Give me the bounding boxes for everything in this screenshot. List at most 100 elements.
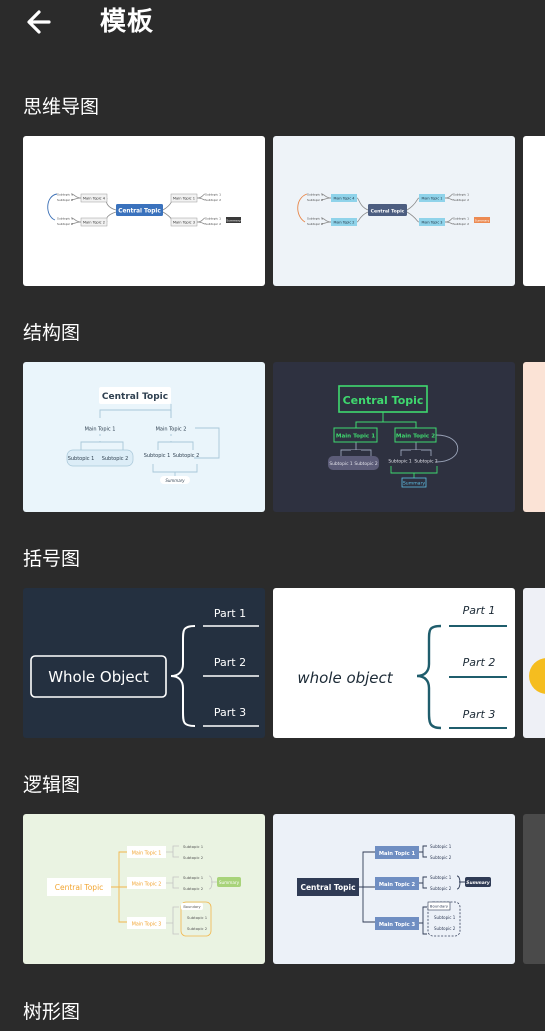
svg-text:Main Topic 3: Main Topic 3 [379,922,416,928]
svg-text:Subtopic 2: Subtopic 2 [453,198,469,202]
template-card-mindmap-2[interactable]: Central Topic Main Topic 4 Main Topic 2 … [273,136,515,286]
svg-text:Subtopic 2: Subtopic 2 [205,198,221,202]
brace-whole-object: Whole Object [48,668,149,686]
svg-text:Subtopic 2: Subtopic 2 [187,926,208,931]
svg-text:Subtopic 2: Subtopic 2 [57,222,73,226]
svg-text:Subtopic 1: Subtopic 1 [187,915,208,920]
svg-text:Main Topic 2: Main Topic 2 [379,882,416,888]
svg-text:Main Topic 3: Main Topic 3 [132,921,162,927]
template-card-structure-1[interactable]: Central Topic Main Topic 1 Main Topic 2 … [23,362,265,512]
svg-text:Main Topic 1: Main Topic 1 [132,850,162,856]
svg-text:Subtopic 1: Subtopic 1 [68,456,95,462]
brace-whole-object-hand: whole object [297,669,393,687]
svg-text:Summary: Summary [475,218,490,222]
template-card-logic-2[interactable]: Central Topic Main Topic 1 Main Topic 2 … [273,814,515,964]
template-card-mindmap-3[interactable] [523,136,545,286]
mindmap-preview-classic: Central Topic Main Topic 4 Main Topic 2 … [23,136,265,286]
template-row-logic[interactable]: Central Topic Main Topic 1 Main Topic 2 … [0,814,545,964]
svg-text:Part 2: Part 2 [214,656,246,669]
template-row-brace[interactable]: Whole Object Part 1 Part 2 Part 3 whole … [0,588,545,738]
structure-preview-dark: Central Topic Main Topic 1 Main Topic 2 … [273,362,515,512]
svg-text:Subtopic 2: Subtopic 2 [205,222,221,226]
back-button[interactable] [22,4,58,40]
logic-preview-3 [523,814,545,964]
svg-text:Subtopic 2: Subtopic 2 [430,855,452,860]
template-card-structure-3[interactable] [523,362,545,512]
svg-text:Subtopic 1: Subtopic 1 [183,844,204,849]
svg-text:Main Topic 2: Main Topic 2 [132,881,162,887]
svg-text:Boundary: Boundary [430,904,449,909]
svg-text:Subtopic 2: Subtopic 2 [57,198,73,202]
logic2-central: Central Topic [300,883,355,892]
template-card-brace-3[interactable] [523,588,545,738]
template-card-structure-2[interactable]: Central Topic Main Topic 1 Main Topic 2 … [273,362,515,512]
svg-text:Part 3: Part 3 [463,708,496,721]
svg-text:Main Topic 1: Main Topic 1 [336,434,375,440]
svg-text:Subtopic 1: Subtopic 1 [183,875,204,880]
template-card-brace-1[interactable]: Whole Object Part 1 Part 2 Part 3 [23,588,265,738]
svg-text:Subtopic 1: Subtopic 1 [307,217,323,221]
section-title-logic: 逻辑图 [23,774,81,796]
svg-text:Part 1: Part 1 [463,604,496,617]
mindmap-main-3: Main Topic 1 [173,197,195,201]
section-title-structure: 结构图 [23,322,81,344]
structure-preview-3 [523,362,545,512]
section-title-mindmap: 思维导图 [23,96,100,118]
svg-text:Subtopic 1: Subtopic 1 [307,193,323,197]
section-title-brace: 括号图 [23,548,81,570]
svg-text:Subtopic 2: Subtopic 2 [307,222,323,226]
svg-text:Subtopic 1: Subtopic 1 [57,217,73,221]
svg-text:Part 3: Part 3 [214,706,246,719]
svg-text:Subtopic 2: Subtopic 2 [183,855,204,860]
svg-text:Main Topic 1: Main Topic 1 [379,851,416,857]
svg-text:Subtopic 1: Subtopic 1 [57,193,73,197]
svg-text:Main Topic 2: Main Topic 2 [156,427,187,433]
logic-central: Central Topic [55,883,104,892]
mindmap2-central: Central Topic [371,208,405,214]
svg-text:Subtopic 2: Subtopic 2 [173,453,200,459]
template-card-brace-2[interactable]: whole object Part 1 Part 2 Part 3 [273,588,515,738]
mindmap-central: Central Topic [118,209,161,215]
template-card-logic-3[interactable] [523,814,545,964]
mindmap-preview-3 [523,136,545,286]
structure2-central: Central Topic [343,394,424,407]
structure-preview-light: Central Topic Main Topic 1 Main Topic 2 … [23,362,265,512]
brace-preview-handwritten: whole object Part 1 Part 2 Part 3 [273,588,515,738]
template-card-mindmap-1[interactable]: Central Topic Main Topic 4 Main Topic 2 … [23,136,265,286]
svg-text:Subtopic 1: Subtopic 1 [205,193,221,197]
section-title-tree: 树形图 [23,1001,81,1023]
top-app-bar: 模板 [0,0,545,46]
template-row-mindmap[interactable]: Central Topic Main Topic 4 Main Topic 2 … [0,136,545,286]
template-row-structure[interactable]: Central Topic Main Topic 1 Main Topic 2 … [0,362,545,512]
svg-text:Part 1: Part 1 [214,607,246,620]
template-card-logic-1[interactable]: Central Topic Main Topic 1 Main Topic 2 … [23,814,265,964]
svg-text:Main Topic 2: Main Topic 2 [396,434,435,440]
mindmap-main-1: Main Topic 4 [83,197,106,201]
svg-text:Subtopic 1: Subtopic 1 [205,217,221,221]
mindmap-preview-fresh: Central Topic Main Topic 4 Main Topic 2 … [273,136,515,286]
svg-text:Subtopic 1: Subtopic 1 [430,844,452,849]
svg-text:Subtopic 1: Subtopic 1 [144,453,171,459]
svg-text:Main Topic 3: Main Topic 3 [422,221,443,225]
page-title: 模板 [100,7,155,37]
structure-central: Central Topic [102,392,168,402]
svg-text:Subtopic 2: Subtopic 2 [414,459,438,465]
svg-text:Boundary: Boundary [183,905,201,909]
brace-preview-3 [523,588,545,738]
svg-text:Summary: Summary [403,481,425,487]
svg-text:Main Topic 1: Main Topic 1 [422,197,443,201]
svg-text:Subtopic 2: Subtopic 2 [307,198,323,202]
logic-preview-green: Central Topic Main Topic 1 Main Topic 2 … [23,814,265,964]
svg-text:Main Topic 1: Main Topic 1 [85,427,116,433]
svg-text:Part 2: Part 2 [463,656,496,669]
mindmap-main-2: Main Topic 2 [83,221,105,225]
svg-text:Summary: Summary [219,880,240,885]
svg-text:Subtopic 1: Subtopic 1 [388,459,412,465]
svg-text:Subtopic 2: Subtopic 2 [434,926,456,931]
svg-text:Main Topic 4: Main Topic 4 [334,197,355,201]
svg-text:Subtopic 1: Subtopic 1 [453,217,469,221]
mindmap-summary: Summary [226,218,241,222]
mindmap-main-4: Main Topic 3 [173,221,195,225]
logic-preview-blue: Central Topic Main Topic 1 Main Topic 2 … [273,814,515,964]
svg-text:Subtopic 2: Subtopic 2 [453,222,469,226]
